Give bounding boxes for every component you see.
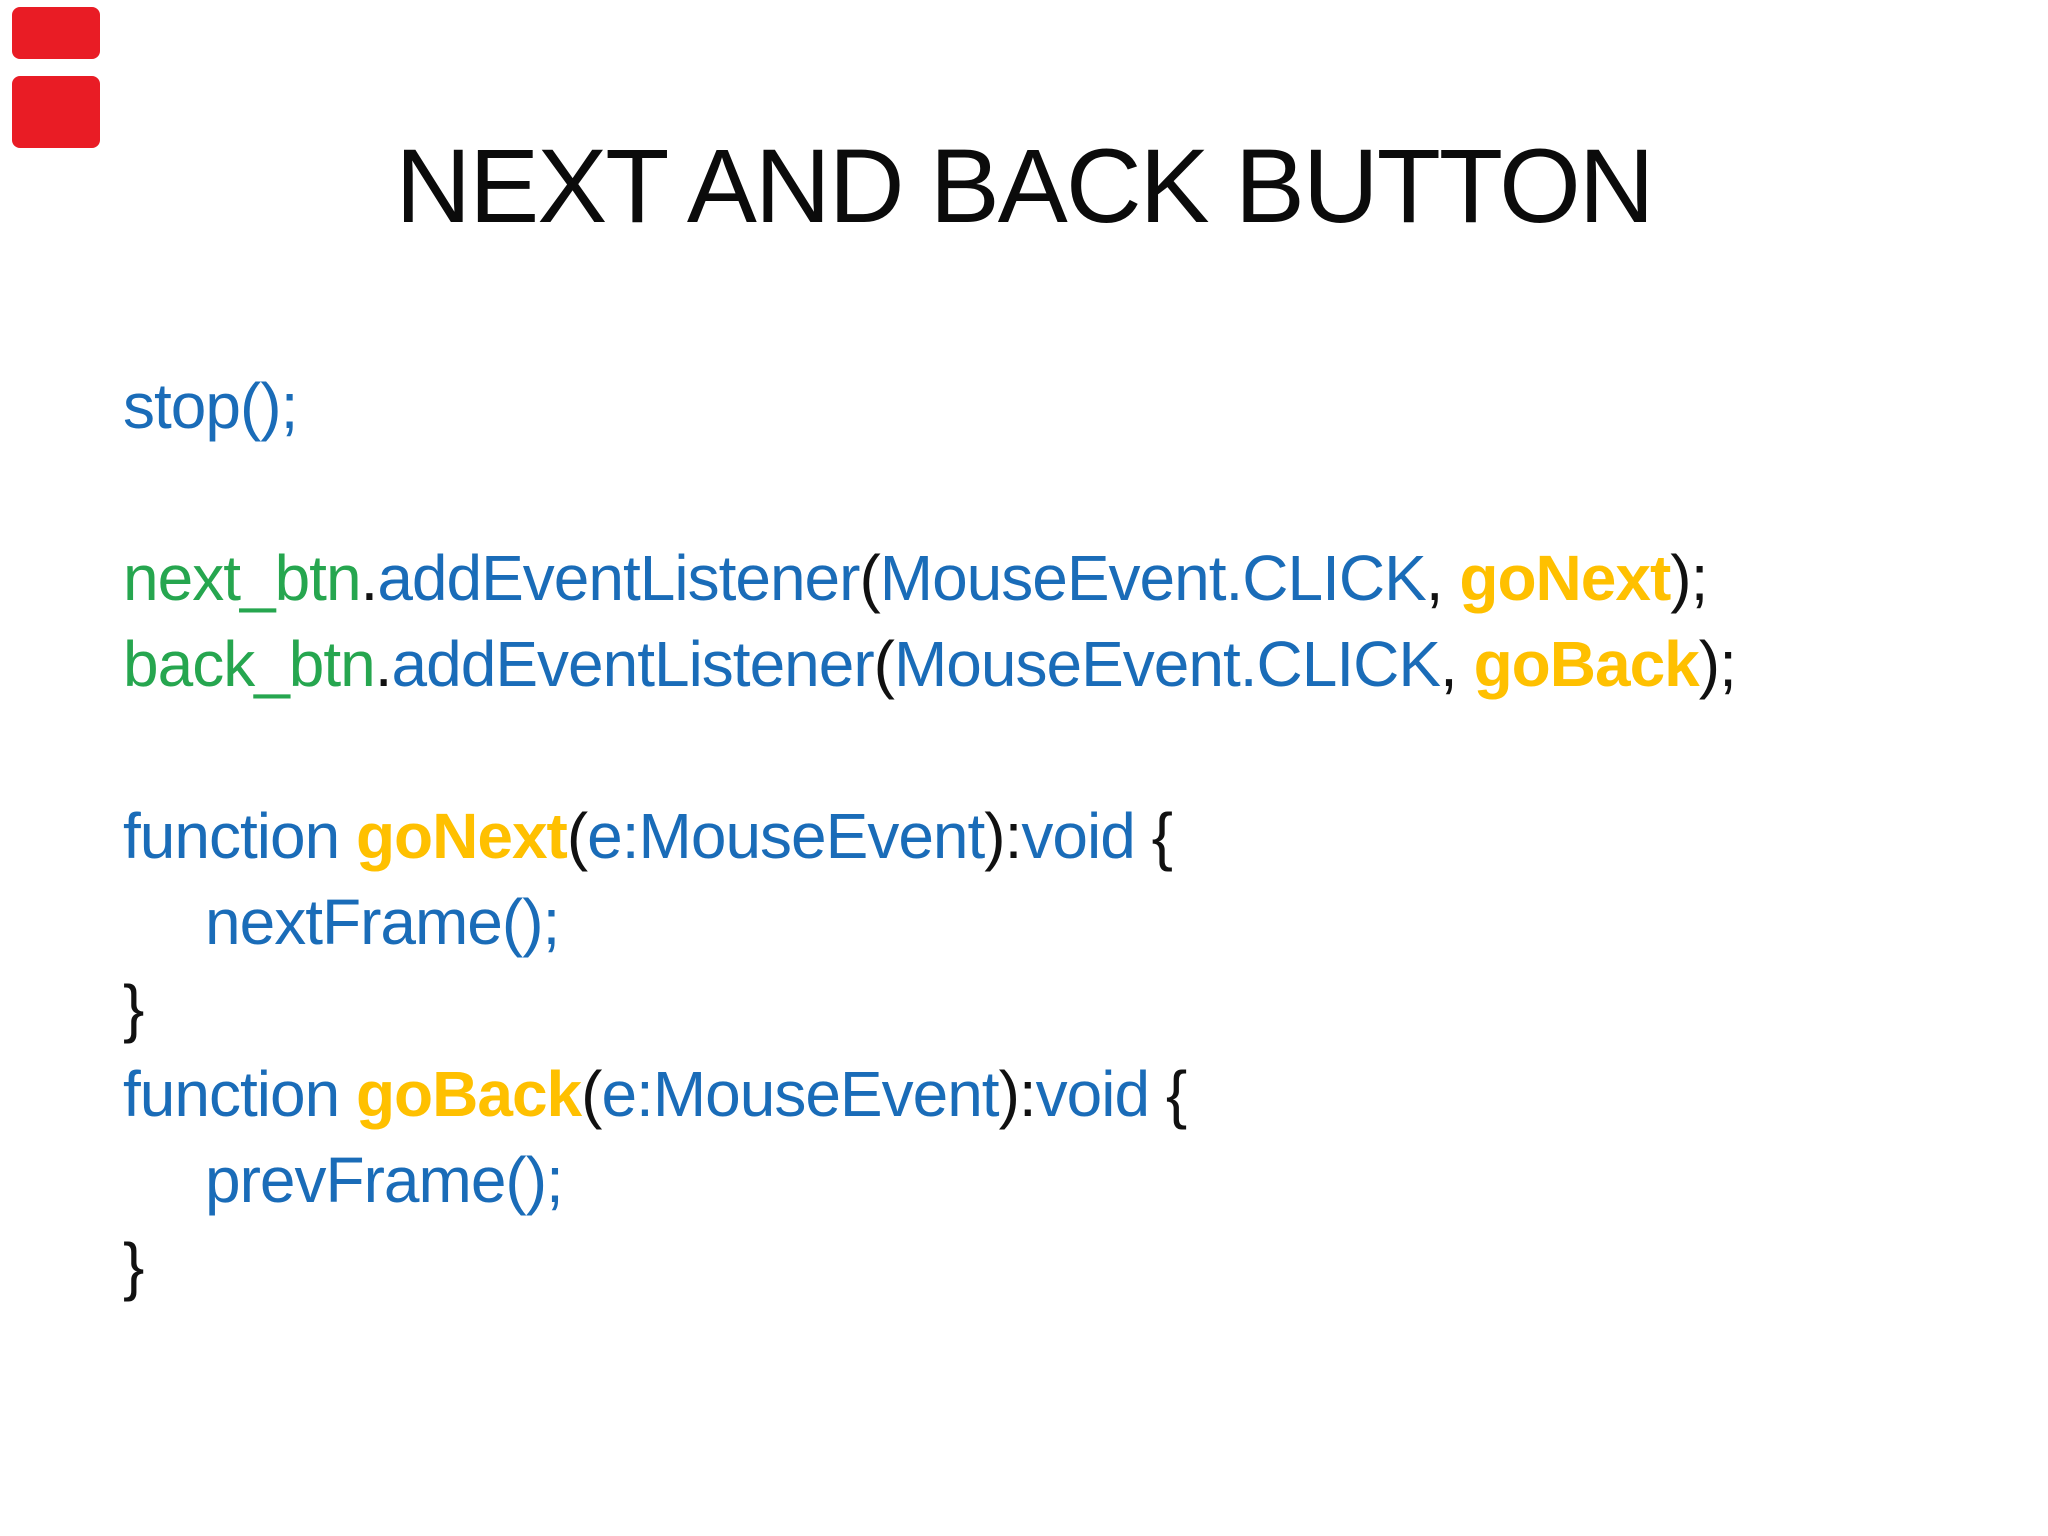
code-line: nextFrame(); — [123, 879, 1736, 965]
code-token-blue: function — [123, 800, 356, 872]
code-token-blue: e:MouseEvent — [587, 800, 985, 872]
code-line: next_btn.addEventListener(MouseEvent.CLI… — [123, 535, 1736, 621]
code-token-gold: goNext — [1459, 542, 1671, 614]
code-token-black: } — [123, 972, 144, 1044]
code-line — [123, 449, 1736, 535]
code-token-black: . — [360, 542, 379, 614]
code-token-green: next_btn — [123, 542, 362, 614]
code-token-black: , — [1440, 628, 1474, 700]
code-token-gold: goBack — [1473, 628, 1700, 700]
code-token-black: { — [1165, 1058, 1187, 1130]
code-token-black: ); — [1698, 628, 1737, 700]
code-token-green: back_btn — [123, 628, 376, 700]
code-line: stop(); — [123, 363, 1736, 449]
code-token-black: ): — [984, 800, 1022, 872]
code-token-blue: nextFrame(); — [205, 886, 560, 958]
code-token-blue: function — [123, 1058, 356, 1130]
code-line — [123, 707, 1736, 793]
code-line: function goBack(e:MouseEvent):void { — [123, 1051, 1736, 1137]
code-token-blue: void — [1021, 800, 1152, 872]
code-token-blue: MouseEvent.CLICK — [879, 542, 1427, 614]
code-token-gold: goNext — [355, 800, 568, 872]
code-token-black: ); — [1670, 542, 1708, 614]
code-token-blue: stop(); — [123, 370, 298, 442]
code-token-blue: e:MouseEvent — [601, 1058, 999, 1130]
code-block: stop(); next_btn.addEventListener(MouseE… — [123, 363, 1737, 1309]
code-token-blue: void — [1035, 1058, 1166, 1130]
code-token-black: ): — [998, 1058, 1037, 1130]
code-token-black: ( — [873, 628, 895, 700]
code-token-black: , — [1425, 542, 1460, 614]
code-token-blue: MouseEvent.CLICK — [893, 628, 1441, 700]
red-marker-top — [12, 7, 100, 59]
code-token-black: ( — [566, 800, 588, 872]
code-line: back_btn.addEventListener(MouseEvent.CLI… — [123, 621, 1737, 707]
code-line: function goNext(e:MouseEvent):void { — [123, 793, 1736, 879]
code-token-blue: addEventListener — [377, 542, 860, 614]
code-line: } — [123, 965, 1736, 1051]
code-token-black: ( — [581, 1058, 602, 1130]
code-line: } — [123, 1223, 1736, 1309]
code-token-blue: addEventListener — [391, 628, 875, 700]
code-token-black: ( — [859, 542, 880, 614]
code-token-black: . — [374, 628, 393, 700]
slide-title: NEXT AND BACK BUTTON — [395, 128, 1654, 245]
code-token-black: { — [1151, 800, 1173, 872]
red-marker-bottom — [12, 76, 100, 148]
code-token-black: } — [123, 1230, 144, 1302]
code-line: prevFrame(); — [123, 1137, 1736, 1223]
code-token-blue: prevFrame(); — [205, 1144, 564, 1216]
code-token-gold: goBack — [355, 1058, 582, 1130]
